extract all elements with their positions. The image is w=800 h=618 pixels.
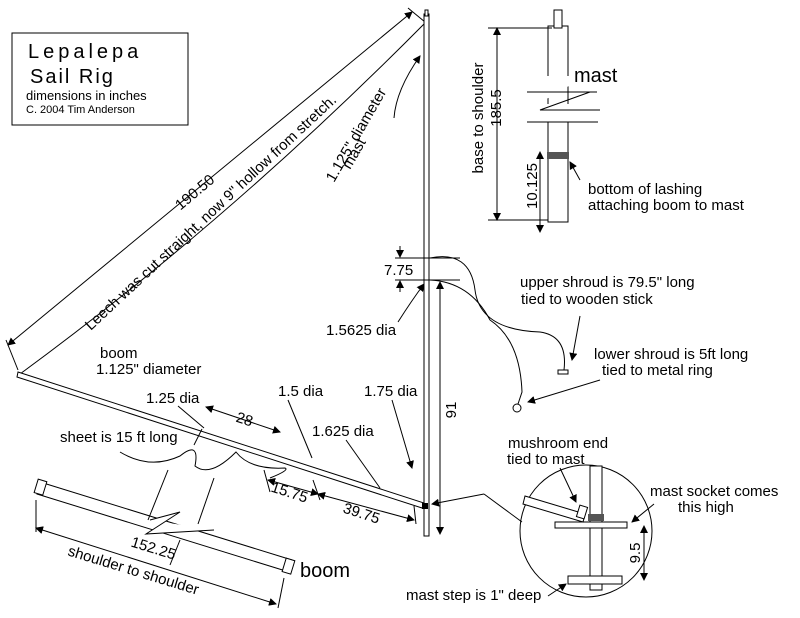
mast-detail-tip xyxy=(553,9,563,29)
upper-shroud-note-2: tied to wooden stick xyxy=(521,291,653,308)
units-note: dimensions in inches xyxy=(26,88,147,103)
boom-detail-guide-2 xyxy=(197,477,215,525)
dim-39-label: 39.75 xyxy=(341,500,382,528)
socket-circle xyxy=(519,464,653,598)
boom-dia-4: 1.75 dia xyxy=(364,383,418,400)
lower-shroud-leader xyxy=(527,379,601,404)
sheet-line xyxy=(119,449,287,479)
lower-shroud-note-2: tied to metal ring xyxy=(602,362,713,379)
height-to-shroud-label: 91 xyxy=(443,402,460,419)
boom-detail-title: boom xyxy=(300,560,350,582)
sheet-block xyxy=(193,428,203,446)
mast-dia-leader xyxy=(397,283,425,323)
mast-detail: mast base to shoulder 185.5 10.125 botto… xyxy=(470,9,745,233)
boom-dia-4-leader xyxy=(391,399,414,469)
upper-shroud-note-1: upper shroud is 79.5" long xyxy=(520,274,695,291)
socket-detail: mushroom end tied to mast mast socket co… xyxy=(406,435,778,604)
luff-ext-right xyxy=(407,7,426,23)
title-box: Lepalepa Sail Rig dimensions in inches C… xyxy=(11,32,189,126)
dim-ext-a xyxy=(263,469,271,493)
copyright-text: C. 2004 Tim Anderson xyxy=(26,104,135,116)
mast-detail-lashing-value: 10.125 xyxy=(524,163,541,209)
step-note: mast step is 1" deep xyxy=(406,587,541,604)
boom-dia-1-leader xyxy=(177,405,205,429)
socket-height-label: 9.5 xyxy=(627,543,644,564)
socket-callout-line xyxy=(431,493,485,507)
boom-dia-1: 1.25 dia xyxy=(146,390,200,407)
socket-note-2: this high xyxy=(678,499,734,516)
socket-boom-end xyxy=(522,495,586,523)
dim-28-label: 28 xyxy=(234,409,255,430)
boom-length-dim xyxy=(35,526,277,606)
mast-shape xyxy=(423,13,430,537)
socket-step xyxy=(567,575,623,585)
lashing-note-2: attaching boom to mast xyxy=(588,197,745,214)
mast-detail-shape xyxy=(547,25,569,223)
boom-detail-guide-1 xyxy=(147,469,169,521)
socket-note-1: mast socket comes xyxy=(650,483,778,500)
socket-callout-line-2 xyxy=(483,493,523,523)
step-leader xyxy=(547,583,567,597)
upper-shroud-leader xyxy=(569,315,581,361)
lashing-note-1: bottom of lashing xyxy=(588,181,702,198)
mast-detail-title: mast xyxy=(574,65,618,87)
mushroom-leader xyxy=(559,467,577,503)
boom-label-2: 1.125" diameter xyxy=(96,361,201,378)
socket-bar xyxy=(554,521,628,529)
mast-base-dia: 1.5625 dia xyxy=(326,322,397,339)
mast-detail-lashing xyxy=(547,152,569,159)
mast-detail-base-label: base to shoulder xyxy=(470,63,487,174)
wooden-stick xyxy=(557,369,569,375)
dim-15-label: 15.75 xyxy=(269,479,310,507)
boom-label-1: boom xyxy=(100,345,138,362)
boom-dia-2-leader xyxy=(287,399,313,459)
lashing-leader xyxy=(569,161,581,181)
title-text: Lepalepa xyxy=(28,41,142,63)
dim-15-line xyxy=(267,478,319,496)
boom-dia-3: 1.625 dia xyxy=(312,423,374,440)
mast-detail-base-value: 185.5 xyxy=(488,89,505,127)
sheet-note: sheet is 15 ft long xyxy=(60,429,178,446)
mast-leader xyxy=(393,55,421,119)
mushroom-note-1: mushroom end xyxy=(508,435,608,452)
dim-28-line xyxy=(205,405,281,434)
mast-tip xyxy=(424,9,429,17)
boom-dia-2: 1.5 dia xyxy=(278,383,324,400)
boom-length-value: 152.25 xyxy=(129,534,178,564)
dim-ext-b xyxy=(312,479,321,501)
leech-note: Leech was cut straight, now 9" hollow fr… xyxy=(82,92,340,334)
luff-ext-left xyxy=(5,339,19,371)
luff-dimension-line xyxy=(7,11,413,346)
lower-shroud-note-1: lower shroud is 5ft long xyxy=(594,346,748,363)
boom-detail-end-right xyxy=(281,557,296,575)
upper-shroud xyxy=(429,256,565,371)
dim-39-line xyxy=(317,491,415,523)
boom-lashing xyxy=(422,503,428,509)
dim-ext-c xyxy=(413,505,417,525)
subtitle-text: Sail Rig xyxy=(30,66,115,88)
socket-leader xyxy=(631,503,655,523)
boom-length-ext-r xyxy=(277,577,285,609)
shroud-gap-label: 7.75 xyxy=(384,262,413,279)
lower-shroud xyxy=(429,279,523,405)
socket-lashing xyxy=(588,514,604,521)
metal-ring xyxy=(512,403,522,413)
sail-leech xyxy=(19,21,427,375)
socket-mushroom xyxy=(575,504,589,520)
mushroom-note-2: tied to mast xyxy=(507,451,585,468)
boom-detail-end-left xyxy=(33,478,48,496)
boom-dia-3-leader xyxy=(345,439,381,489)
